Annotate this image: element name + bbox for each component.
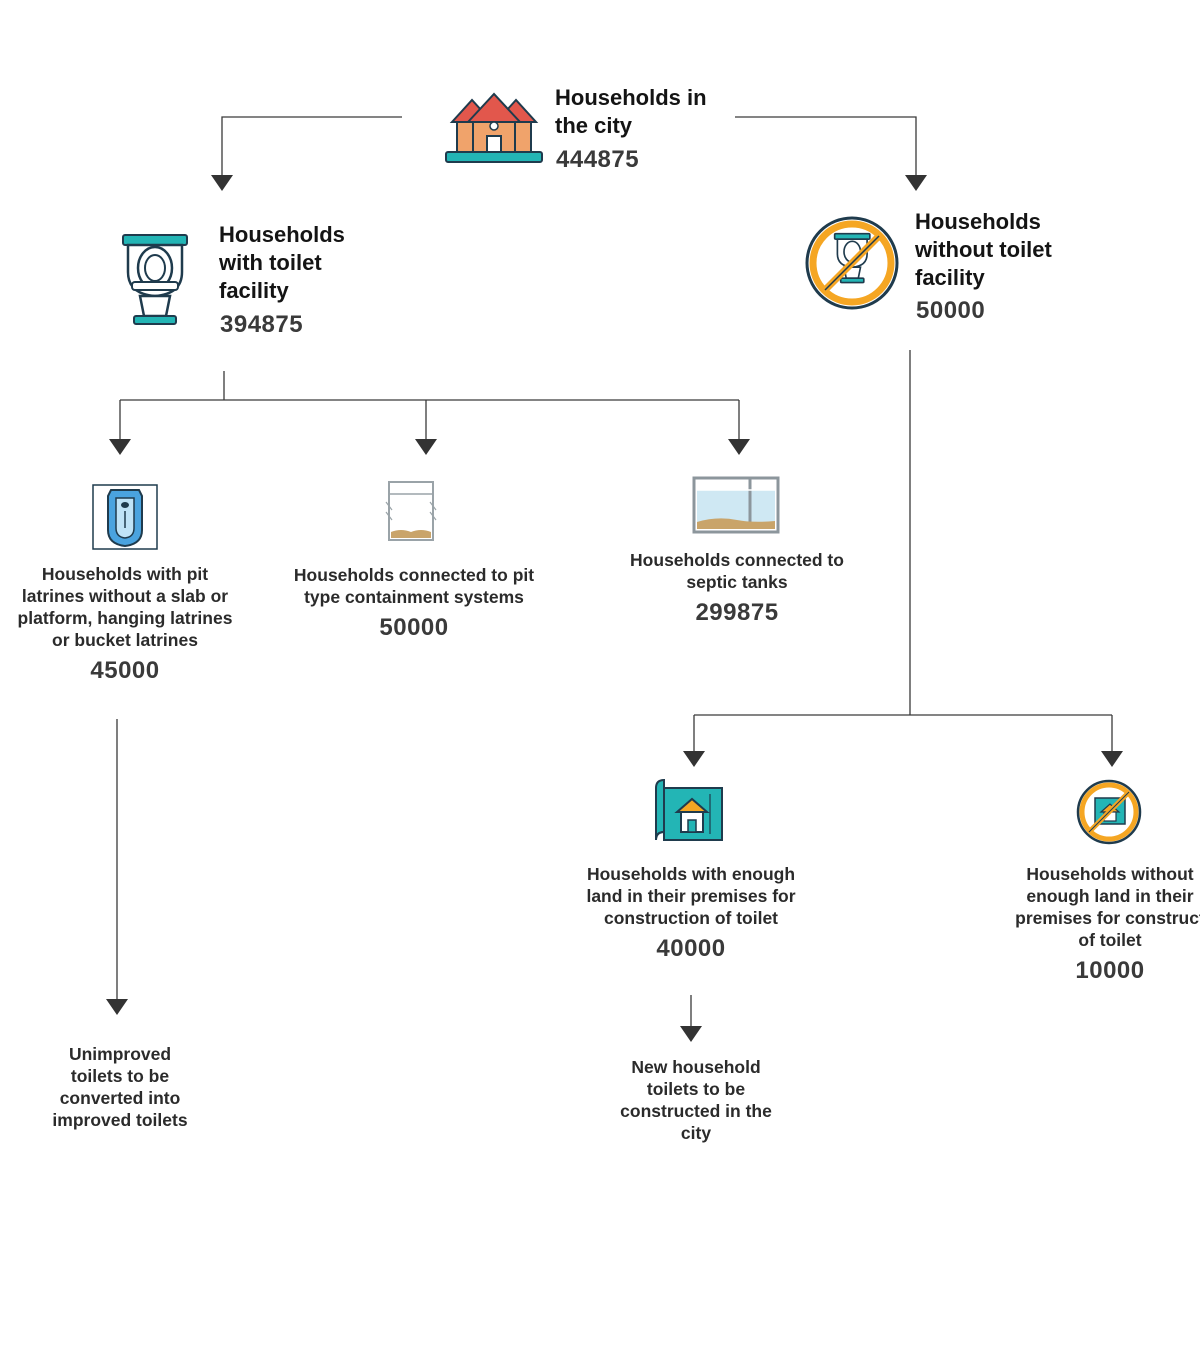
arrowhead xyxy=(106,999,128,1015)
arrowhead xyxy=(211,175,233,191)
arrowhead xyxy=(905,175,927,191)
without-toilet-value: 50000 xyxy=(916,297,986,324)
arrowhead xyxy=(680,1026,702,1042)
septic-tanks-label: Households connected to septic tanks xyxy=(605,549,869,593)
new-toilets-label-line: New household xyxy=(631,1057,761,1077)
unimproved-label-line: Unimproved xyxy=(68,1044,172,1064)
unimproved-label-line: toilets to be xyxy=(70,1066,170,1086)
pit-containment-icon xyxy=(385,481,437,541)
with-toilet-value: 394875 xyxy=(220,311,304,338)
new-toilets-label-line: city xyxy=(680,1123,712,1143)
land-blueprint-icon xyxy=(655,778,723,841)
connector-city-to-without-toilet xyxy=(735,116,917,176)
unimproved-label: Unimproved toilets to be converted into … xyxy=(20,1043,220,1131)
city-label: Households in the city xyxy=(555,84,707,140)
squat-latrine-icon xyxy=(92,484,158,550)
arrowhead xyxy=(728,439,750,455)
city-label-line: the city xyxy=(555,113,633,138)
pit-containment-label: Households connected to pit type contain… xyxy=(280,564,548,608)
septic-tanks-label-line: Households connected to xyxy=(630,550,844,570)
without-toilet-label: Households without toilet facility xyxy=(915,208,1052,292)
no-toilet-icon xyxy=(805,216,899,310)
enough-land-label-line: land in their premises for xyxy=(586,886,796,906)
enough-land-label: Households with enough land in their pre… xyxy=(566,863,816,929)
no-land-label: Households without enough land in their … xyxy=(990,863,1200,951)
pit-latrines-label-line: Households with pit xyxy=(41,564,209,584)
septic-tank-icon xyxy=(692,476,780,534)
toilet-icon xyxy=(122,234,188,325)
septic-tanks-value: 299875 xyxy=(695,599,779,626)
enough-land-value: 40000 xyxy=(656,935,726,962)
unimproved-label-line: converted into xyxy=(59,1088,181,1108)
without-toilet-label-line: without toilet xyxy=(915,237,1052,262)
pit-latrines-label-line: or bucket latrines xyxy=(52,630,198,650)
with-toilet-label-line: facility xyxy=(219,278,289,303)
without-toilet-label-line: facility xyxy=(915,265,985,290)
pit-latrines-label-line: platform, hanging latrines xyxy=(17,608,233,628)
new-toilets-label-line: constructed in the xyxy=(620,1101,772,1121)
with-toilet-label-line: with toilet xyxy=(219,250,322,275)
arrowhead xyxy=(109,439,131,455)
pit-latrines-value: 45000 xyxy=(90,657,160,684)
pit-containment-value: 50000 xyxy=(379,614,449,641)
pit-latrines-label: Households with pit latrines without a s… xyxy=(0,563,250,651)
city-label-line: Households in xyxy=(555,85,707,110)
unimproved-label-line: improved toilets xyxy=(52,1110,188,1130)
no-land-label-line: premises for construct xyxy=(1015,908,1200,928)
without-toilet-label-line: Households xyxy=(915,209,1041,234)
no-land-label-line: Households without xyxy=(1026,864,1194,884)
houses-icon xyxy=(445,92,543,163)
no-land-icon xyxy=(1076,779,1142,845)
connector-city-to-with-toilet xyxy=(221,116,402,176)
arrowhead xyxy=(683,751,705,767)
with-toilet-label: Households with toilet facility xyxy=(219,221,345,305)
enough-land-label-line: construction of toilet xyxy=(603,908,779,928)
pit-containment-label-line: type containment systems xyxy=(304,587,524,607)
no-land-value: 10000 xyxy=(1075,957,1145,984)
city-value: 444875 xyxy=(556,146,640,173)
with-toilet-label-line: Households xyxy=(219,222,345,247)
new-toilets-label-line: toilets to be xyxy=(646,1079,746,1099)
no-land-label-line: of toilet xyxy=(1078,930,1142,950)
enough-land-label-line: Households with enough xyxy=(586,864,796,884)
septic-tanks-label-line: septic tanks xyxy=(686,572,788,592)
arrowhead xyxy=(1101,751,1123,767)
no-land-label-line: enough land in their xyxy=(1026,886,1194,906)
pit-latrines-label-line: latrines without a slab or xyxy=(21,586,229,606)
new-toilets-label: New household toilets to be constructed … xyxy=(596,1056,796,1144)
pit-containment-label-line: Households connected to pit xyxy=(293,565,535,585)
arrowhead xyxy=(415,439,437,455)
